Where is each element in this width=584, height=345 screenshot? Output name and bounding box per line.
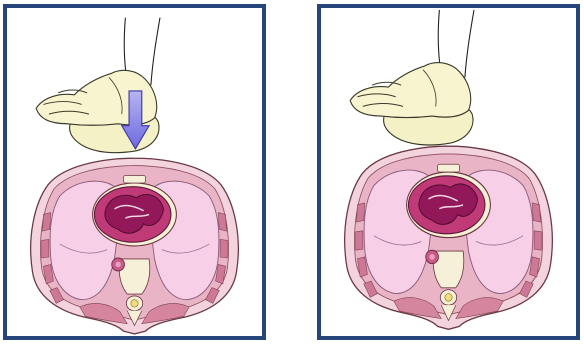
- release-panel: [317, 4, 580, 340]
- thorax-cross-section: [345, 146, 553, 329]
- thorax-cross-section: [31, 158, 239, 334]
- compression-panel: [3, 4, 266, 340]
- chest-compression-illustration: [7, 8, 262, 336]
- gloved-hands: [350, 10, 474, 145]
- chest-release-illustration: [321, 8, 576, 336]
